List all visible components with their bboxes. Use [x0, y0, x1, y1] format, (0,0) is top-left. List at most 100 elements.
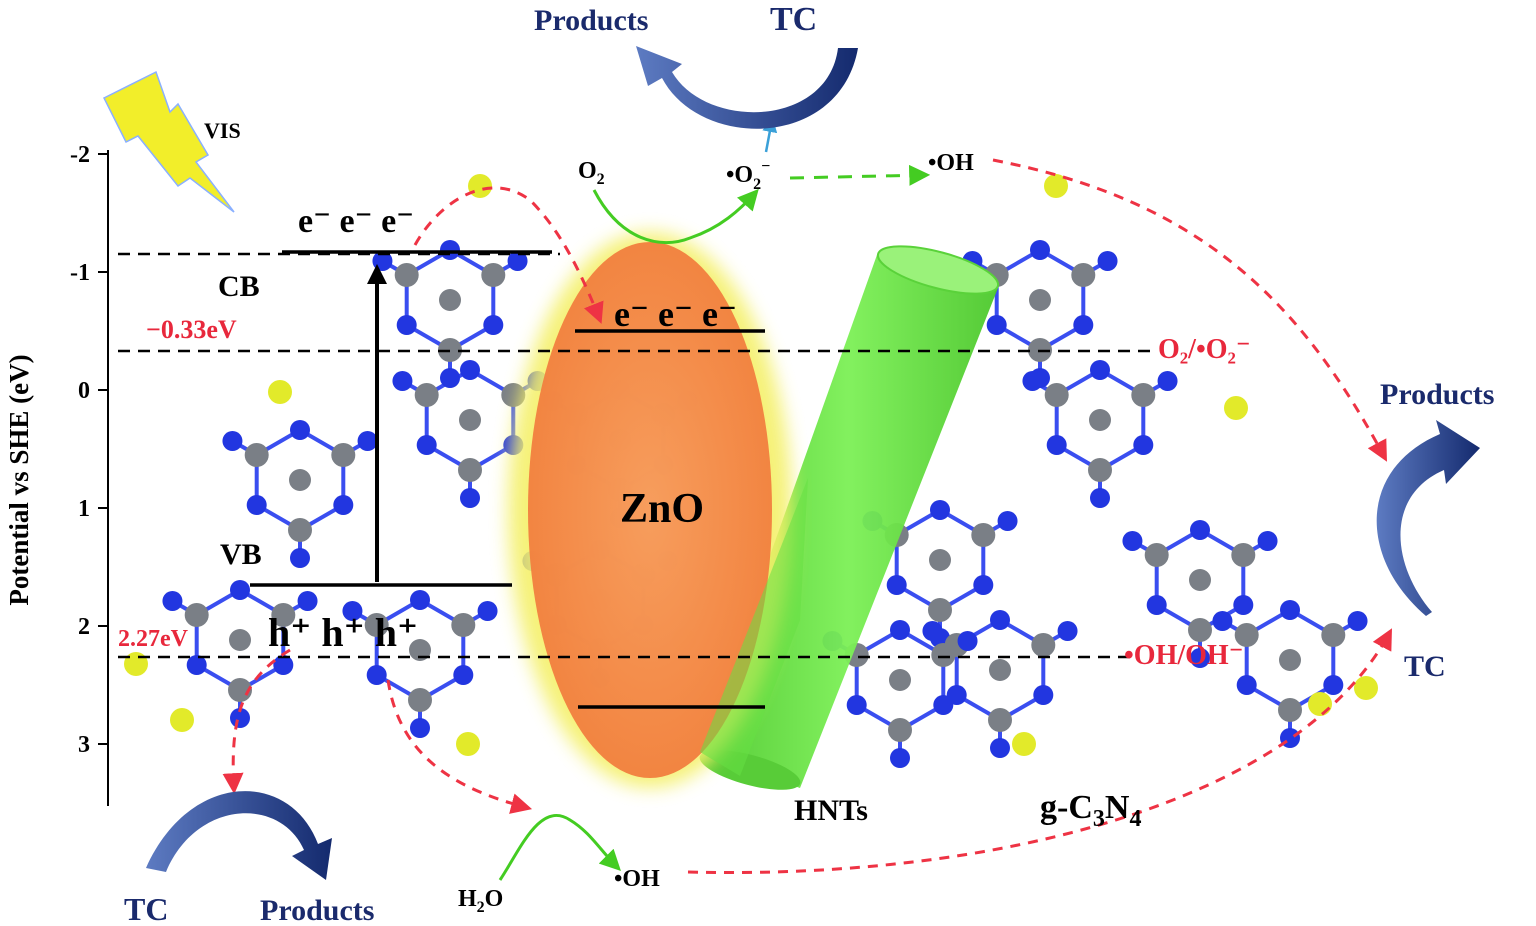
molecular-atom: [456, 732, 480, 756]
molecular-atom: [1321, 623, 1346, 647]
o2-couple-label: O₂/•O₂⁻: [1158, 334, 1251, 365]
molecular-atom: [1073, 315, 1094, 335]
molecular-atom: [1212, 611, 1233, 631]
molecular-atom: [459, 409, 481, 431]
molecular-atom: [453, 665, 474, 685]
products-right-label: Products: [1380, 378, 1494, 411]
oh-bottom-label: •OH: [614, 866, 660, 892]
molecular-atom: [244, 443, 269, 467]
molecular-atom: [1057, 621, 1078, 641]
molecular-atom: [331, 443, 356, 467]
molecular-atom: [410, 718, 430, 738]
molecular-atom: [1030, 240, 1050, 260]
molecular-atom: [1190, 520, 1210, 540]
molecular-atom: [1031, 633, 1056, 657]
molecular-atom: [409, 639, 431, 661]
molecular-atom: [986, 315, 1007, 335]
molecular-atom: [439, 289, 461, 311]
molecular-atom: [230, 580, 250, 600]
gcn-electrons-label: e⁻ e⁻ e⁻: [298, 203, 414, 240]
molecular-atom: [1231, 543, 1256, 567]
holes-label: h⁺ h⁺ h⁺: [268, 610, 418, 655]
molecular-atom: [1234, 623, 1259, 647]
degradation-curve-top: [636, 46, 858, 129]
charge-transfer-paths: [222, 158, 1392, 875]
molecular-atom: [888, 718, 912, 742]
molecular-atom: [271, 603, 296, 627]
molecular-atom: [1224, 396, 1248, 420]
molecular-atom: [440, 368, 460, 388]
molecular-atom: [460, 360, 480, 380]
vis-label: VIS: [204, 118, 241, 143]
molecular-atom: [228, 678, 252, 702]
zno-particle: [508, 232, 808, 788]
molecular-atom: [890, 748, 910, 768]
molecular-atom: [394, 263, 419, 287]
molecular-atom: [1029, 289, 1051, 311]
molecular-atom: [170, 708, 194, 732]
molecular-atom: [483, 315, 504, 335]
green-reaction-arrows: [498, 164, 931, 881]
molecular-atom: [364, 613, 389, 637]
visible-light-icon: [102, 70, 235, 213]
molecular-atom: [396, 315, 417, 335]
oh-to-tc-path-bottom: [687, 628, 1392, 875]
molecular-atom: [507, 251, 528, 271]
axis-label: Potential vs SHE (eV): [4, 354, 34, 605]
molecular-atom: [929, 549, 951, 571]
axis-tick-label: 0: [78, 378, 90, 404]
molecular-atom: [408, 688, 432, 712]
molecular-atom: [268, 380, 292, 404]
molecular-atom: [957, 631, 978, 651]
molecular-atom: [1278, 698, 1302, 722]
molecular-atom: [1090, 488, 1110, 508]
vb-label: VB: [220, 538, 262, 571]
cb-potential-label: −0.33eV: [146, 315, 237, 344]
molecular-atom: [1133, 435, 1154, 455]
molecular-atom: [1131, 383, 1156, 407]
superoxide-to-oh-arrow: [789, 164, 931, 186]
cb-label: CB: [218, 270, 260, 303]
molecular-atom: [451, 613, 476, 637]
electron-transfer-path: [413, 186, 604, 324]
molecular-atom: [1280, 600, 1300, 620]
oh-top-label: •OH: [928, 150, 974, 176]
hnts-label: HNTs: [794, 794, 868, 827]
degradation-curve-right: [1376, 420, 1480, 616]
axis-tick-label: -2: [70, 142, 90, 168]
axis-tick-label: 2: [78, 614, 90, 640]
molecular-atom: [1323, 675, 1344, 695]
molecular-atom: [124, 652, 148, 676]
molecular-atom: [289, 469, 311, 491]
band-edges: [250, 250, 765, 709]
molecular-atom: [184, 603, 209, 627]
molecular-atom: [1347, 611, 1368, 631]
molecular-atom: [990, 738, 1010, 758]
molecular-atom: [1189, 569, 1211, 591]
potential-dashed-lines: [118, 252, 1150, 659]
molecular-atom: [1188, 618, 1212, 642]
molecular-atom: [1033, 685, 1054, 705]
molecular-atom: [230, 708, 250, 728]
molecular-atom: [890, 620, 910, 640]
molecular-atom: [930, 500, 950, 520]
molecular-atom: [1144, 543, 1169, 567]
molecular-atom: [366, 665, 387, 685]
products-bottom-label: Products: [260, 894, 374, 926]
degradation-curve-bottom: [146, 791, 332, 880]
molecular-atom: [1279, 649, 1301, 671]
molecular-atom: [186, 655, 207, 675]
molecular-atom: [290, 548, 310, 568]
molecular-atom: [989, 659, 1011, 681]
hole-to-h2o-path: [386, 679, 533, 814]
zno-label: ZnO: [620, 486, 704, 532]
molecular-atom: [1257, 531, 1278, 551]
molecular-atom: [889, 669, 911, 691]
molecular-atom: [1044, 383, 1069, 407]
molecular-atom: [988, 708, 1012, 732]
molecular-atom: [973, 575, 994, 595]
molecular-atom: [1090, 360, 1110, 380]
tc-right-label: TC: [1404, 650, 1446, 683]
